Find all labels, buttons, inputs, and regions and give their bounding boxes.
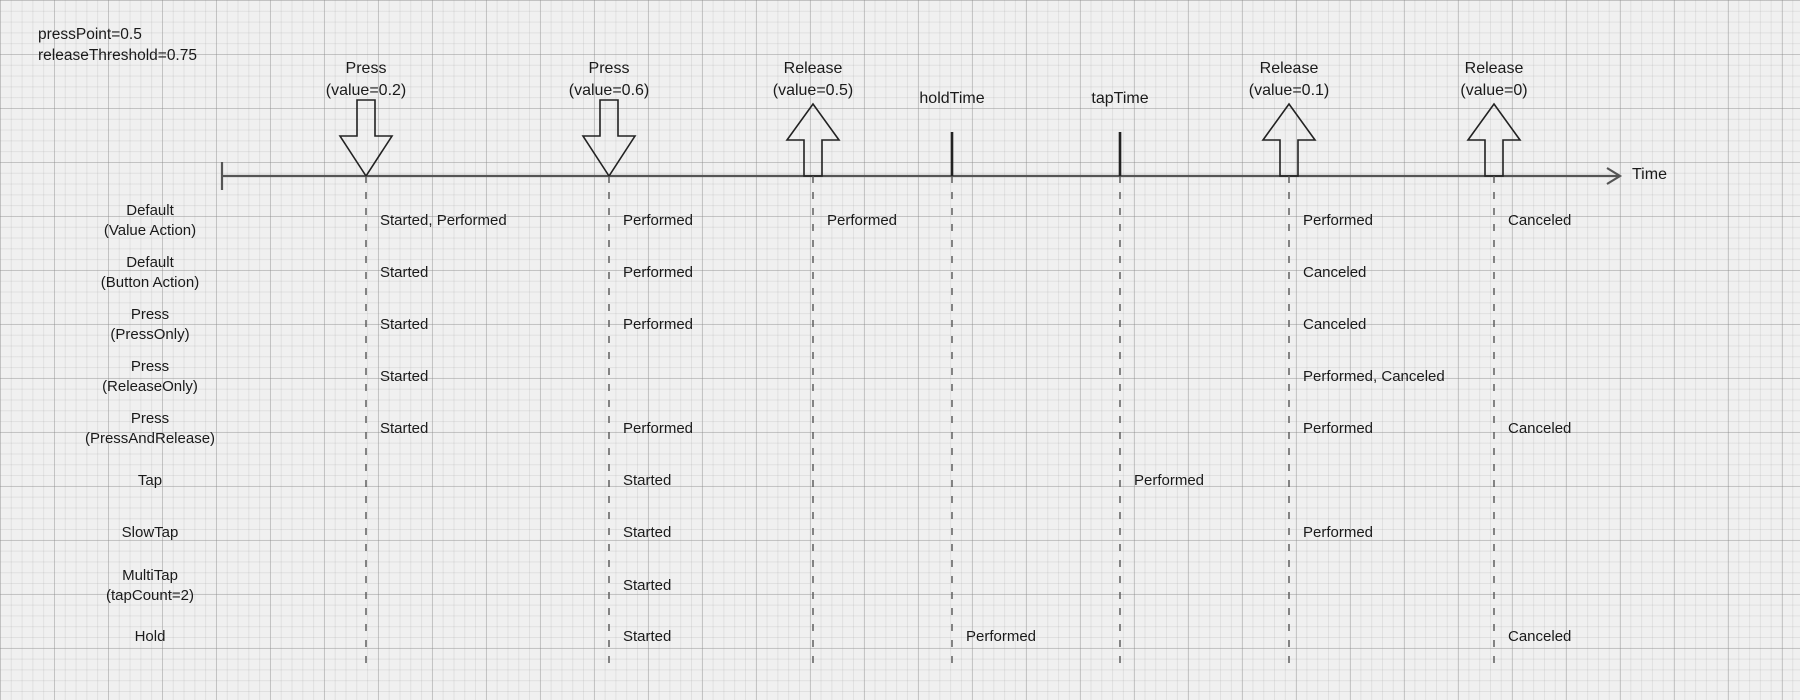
row-label-line: Tap: [137, 472, 163, 489]
row-label-line: Press: [130, 410, 170, 427]
cell-default-value-action-release-2: Performed: [1303, 212, 1374, 229]
cell-tap-press-2: Started: [623, 472, 672, 489]
row-label-line: MultiTap: [122, 567, 178, 584]
event-label-value: (value=0.1): [1248, 82, 1330, 99]
parameter-note-line: releaseThreshold=0.75: [38, 47, 197, 64]
event-label-title: holdTime: [919, 90, 985, 107]
event-label-press-2: Press (value=0.6): [569, 58, 650, 102]
row-label-line: SlowTap: [121, 524, 179, 541]
cell-press-pressandrelease-press-1: Started: [380, 420, 429, 437]
cell-press-pressandrelease-press-2: Performed: [623, 420, 694, 437]
cell-default-button-action-release-2: Canceled: [1303, 264, 1367, 281]
cell-default-button-action-press-2: Performed: [623, 264, 694, 281]
event-label-title: tapTime: [1091, 90, 1149, 107]
row-label-line: (PressOnly): [110, 326, 190, 343]
row-label-line: (ReleaseOnly): [102, 378, 198, 395]
event-label-value: (value=0): [1460, 82, 1528, 99]
event-label-title: Release: [783, 60, 843, 77]
cell-slowtap-release-2: Performed: [1303, 524, 1374, 541]
row-label-default-value-action: Default (Value Action): [104, 201, 196, 241]
row-label-hold: Hold: [135, 627, 166, 647]
cell-press-releaseonly-release-2: Performed, Canceled: [1303, 368, 1445, 385]
event-label-taptime: tapTime: [1091, 88, 1148, 110]
row-label-line: (Value Action): [103, 222, 197, 239]
press-arrow-down-icon: [338, 99, 394, 178]
row-label-default-button-action: Default (Button Action): [101, 253, 199, 293]
row-label-line: (Button Action): [100, 274, 200, 291]
cell-default-value-action-press-1: Started, Performed: [380, 212, 507, 229]
time-axis-label: Time: [1632, 166, 1667, 183]
cell-default-value-action-release-1: Performed: [827, 212, 898, 229]
row-label-tap: Tap: [138, 471, 162, 491]
row-label-slowtap: SlowTap: [122, 523, 179, 543]
event-label-title: Release: [1464, 60, 1524, 77]
release-arrow-up-icon: [1466, 102, 1522, 177]
row-label-line: Press: [130, 358, 170, 375]
release-arrow-up-icon: [1261, 102, 1317, 177]
cell-slowtap-press-2: Started: [623, 524, 672, 541]
cell-multitap-press-2: Started: [623, 577, 672, 594]
cell-default-button-action-press-1: Started: [380, 264, 429, 281]
cell-press-releaseonly-press-1: Started: [380, 368, 429, 385]
row-label-line: Hold: [134, 628, 166, 645]
cell-hold-holdtime: Performed: [966, 628, 1037, 645]
parameter-note-line: pressPoint=0.5: [38, 26, 142, 43]
cell-press-pressonly-release-2: Canceled: [1303, 316, 1367, 333]
cell-press-pressandrelease-release-3: Canceled: [1508, 420, 1572, 437]
event-label-value: (value=0.5): [772, 82, 854, 99]
time-axis-arrowhead: [1606, 167, 1623, 185]
press-arrow-down-icon: [581, 99, 637, 178]
row-label-line: (PressAndRelease): [84, 430, 216, 447]
cell-press-pressandrelease-release-2: Performed: [1303, 420, 1374, 437]
event-label-holdtime: holdTime: [919, 88, 984, 110]
event-label-title: Press: [345, 60, 387, 77]
row-label-line: Default: [126, 202, 174, 219]
cell-press-pressonly-press-1: Started: [380, 316, 429, 333]
event-label-value: (value=0.2): [325, 82, 407, 99]
cell-press-pressonly-press-2: Performed: [623, 316, 694, 333]
event-label-release-3: Release (value=0): [1460, 58, 1527, 102]
row-label-press-pressonly: Press (PressOnly): [110, 305, 189, 345]
row-label-multitap: MultiTap (tapCount=2): [106, 566, 194, 606]
row-label-press-pressandrelease: Press (PressAndRelease): [85, 409, 215, 449]
cell-default-value-action-press-2: Performed: [623, 212, 694, 229]
row-label-line: Default: [126, 254, 174, 271]
cell-hold-press-2: Started: [623, 628, 672, 645]
release-arrow-up-icon: [785, 102, 841, 177]
event-label-title: Release: [1259, 60, 1319, 77]
cell-hold-release-3: Canceled: [1508, 628, 1572, 645]
cell-tap-taptime: Performed: [1134, 472, 1205, 489]
row-label-line: Press: [130, 306, 170, 323]
row-label-line: (tapCount=2): [106, 587, 194, 604]
event-label-title: Press: [588, 60, 630, 77]
event-label-release-2: Release (value=0.1): [1249, 58, 1330, 102]
row-label-press-releaseonly: Press (ReleaseOnly): [102, 357, 198, 397]
cell-default-value-action-release-3: Canceled: [1508, 212, 1572, 229]
event-label-press-1: Press (value=0.2): [326, 58, 407, 102]
parameter-note: pressPoint=0.5 releaseThreshold=0.75: [38, 24, 197, 66]
event-label-release-1: Release (value=0.5): [773, 58, 854, 102]
event-label-value: (value=0.6): [568, 82, 650, 99]
